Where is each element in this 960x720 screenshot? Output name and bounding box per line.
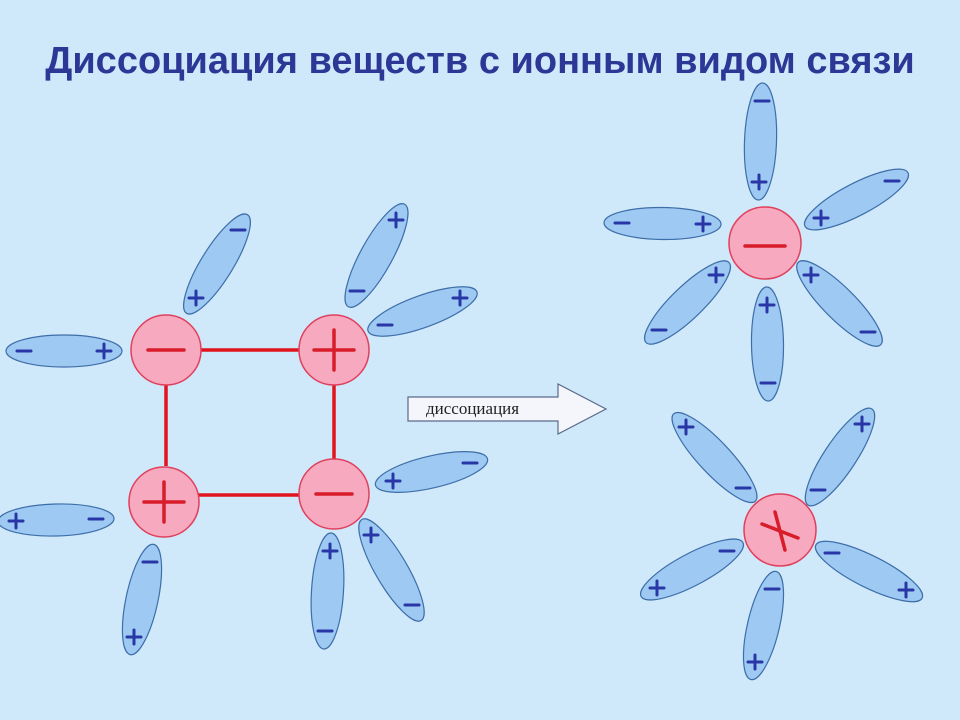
water-molecule-body <box>796 260 883 347</box>
water-dipole <box>639 538 745 601</box>
water-dipole <box>804 407 876 507</box>
dissociation-arrow: диссоциация <box>407 383 608 435</box>
cation-bottom-left <box>128 466 200 538</box>
water-dipole <box>0 503 115 537</box>
solvated-cation <box>743 493 817 567</box>
water-molecule-body <box>358 518 425 622</box>
water-molecule-body <box>5 334 123 368</box>
water-molecule-body <box>367 286 478 337</box>
water-dipole <box>742 570 785 681</box>
water-molecule-body <box>743 82 778 201</box>
water-molecule-body <box>310 532 345 650</box>
water-dipole <box>358 518 425 622</box>
water-molecule-body <box>639 538 745 601</box>
water-molecule-body <box>814 540 924 603</box>
water-dipole <box>121 543 163 656</box>
water-dipole <box>803 168 910 231</box>
diagram-title: Диссоциация веществ с ионным видом связи <box>45 40 915 82</box>
water-dipole <box>5 334 123 368</box>
lattice-ions <box>128 314 370 538</box>
water-dipole <box>796 260 883 347</box>
solvated-dipoles <box>603 82 924 681</box>
water-molecule-body <box>344 203 409 308</box>
water-dipole <box>750 286 785 402</box>
water-molecule-body <box>183 213 251 315</box>
lattice-bonds <box>164 348 336 497</box>
plus-sign-v <box>773 510 787 552</box>
arrow-label: диссоциация <box>426 399 519 418</box>
water-molecule-body <box>603 206 722 241</box>
arrow-shape <box>407 383 608 435</box>
cation-top-right <box>298 314 370 386</box>
water-molecule-body <box>0 503 115 537</box>
water-molecule-body <box>742 570 785 681</box>
water-molecule-body <box>643 260 732 345</box>
water-molecule-body <box>804 407 876 507</box>
anion-bottom-right <box>298 458 370 530</box>
water-dipole <box>643 260 732 345</box>
water-molecule-body <box>671 411 758 504</box>
water-dipole <box>374 451 489 493</box>
water-molecule-body <box>750 286 785 402</box>
water-molecule-body <box>121 543 163 656</box>
water-dipole <box>671 411 758 504</box>
water-dipole <box>743 82 778 201</box>
water-dipole <box>310 532 345 650</box>
water-dipole <box>603 206 722 241</box>
solvated-anion <box>728 206 802 280</box>
water-dipole <box>344 203 409 308</box>
water-molecule-body <box>374 451 489 493</box>
lattice-dipoles <box>0 203 489 656</box>
water-dipole <box>814 540 924 603</box>
water-molecule-body <box>803 168 910 231</box>
water-dipole <box>183 213 251 315</box>
water-dipole <box>367 286 478 337</box>
anion-top-left <box>130 314 202 386</box>
